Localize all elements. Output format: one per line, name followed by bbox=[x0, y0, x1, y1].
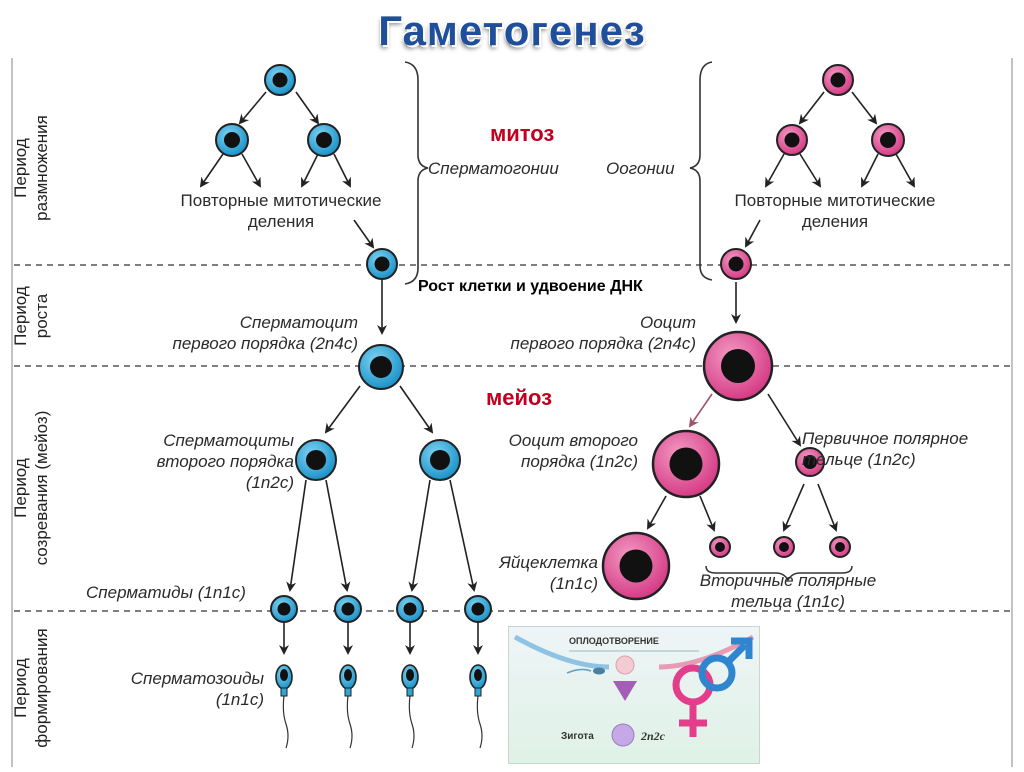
spermatid-2-cell bbox=[334, 595, 362, 623]
sperm-swim-icon bbox=[566, 668, 592, 674]
arrow-down-icon bbox=[613, 681, 637, 701]
spermatogonia-label: Сперматогонии bbox=[428, 159, 559, 178]
gender-symbols-icon bbox=[672, 637, 753, 737]
period-label-maturation: Период созревания (мейоз) bbox=[11, 410, 51, 566]
oocyte-1-label: Ооцит первого порядка (2n4c) bbox=[510, 313, 696, 353]
spermatogonium-cell bbox=[264, 64, 296, 96]
zygote-label: Зигота bbox=[561, 731, 594, 742]
polar-body-2-cell bbox=[773, 536, 795, 558]
pre-growth-sperm-cell bbox=[366, 248, 398, 280]
spermatocyte-2-left-cell bbox=[295, 439, 337, 481]
first-polar-body-cell bbox=[795, 447, 825, 477]
spermatozoon-1 bbox=[275, 664, 293, 697]
spermatozoon-3 bbox=[401, 664, 419, 697]
spermatid-3-cell bbox=[396, 595, 424, 623]
spermatocyte-2-right-cell bbox=[419, 439, 461, 481]
period-label-formation: Период формирования bbox=[11, 628, 51, 748]
spermatocyte-1-label: Сперматоцит первого порядка (2n4c) bbox=[172, 313, 358, 353]
oogonium-cell bbox=[822, 64, 854, 96]
ploidy-label: 2n2c bbox=[641, 729, 665, 743]
sperm-tails bbox=[282, 695, 483, 749]
pre-growth-egg-cell bbox=[720, 248, 752, 280]
zygote-icon bbox=[611, 723, 635, 747]
egg-arrows bbox=[647, 91, 915, 532]
oocyte-1-cell bbox=[702, 330, 774, 402]
spermatid-1-cell bbox=[270, 595, 298, 623]
oocyte-2-cell bbox=[651, 429, 721, 499]
oogonium-right-cell bbox=[871, 123, 905, 157]
egg-repeated-divisions-label: Повторные митотические деления bbox=[734, 191, 936, 231]
first-polar-body-label: Первичное полярное тельце (1n2c) bbox=[802, 429, 969, 469]
mitosis-label: митоз bbox=[490, 121, 555, 146]
polar-body-1-cell bbox=[709, 536, 731, 558]
oocyte-2-label: Ооцит второго порядка (1n2c) bbox=[508, 431, 638, 471]
egg-inset-icon bbox=[615, 655, 635, 675]
cells-layer bbox=[215, 64, 905, 697]
egg-label: Яйцеклетка (1n1c) bbox=[499, 553, 598, 593]
brace-secondary-polar bbox=[705, 565, 853, 582]
fertilization-inset: ОПЛОДОТВОРЕНИЕ Зигота 2n2c bbox=[508, 626, 760, 764]
spermatids-label: Сперматиды (1n1c) bbox=[86, 583, 246, 602]
period-label-growth: Период роста bbox=[11, 286, 51, 346]
spermatocytes-2-label: Сперматоциты второго порядка (1n2c) bbox=[156, 431, 294, 492]
spermatogonium-right-cell bbox=[307, 123, 341, 157]
period-label-reproduction: Период размножения bbox=[11, 115, 51, 221]
spermatozoa-label: Сперматозоиды (1n1c) bbox=[130, 669, 264, 709]
polar-body-3-cell bbox=[829, 536, 851, 558]
male-symbol-icon bbox=[698, 654, 736, 692]
spermatozoon-4 bbox=[469, 664, 487, 697]
brace-spermatogonia bbox=[404, 61, 429, 285]
secondary-polar-bodies-label: Вторичные полярные тельца (1n1c) bbox=[699, 571, 877, 611]
sperm-repeated-divisions-label: Повторные митотические деления bbox=[180, 191, 382, 231]
egg-cell bbox=[601, 531, 671, 601]
meiosis-label: мейоз bbox=[486, 385, 553, 410]
spermatozoon-2 bbox=[339, 664, 357, 697]
spermatid-4-cell bbox=[464, 595, 492, 623]
fertilization-illustration bbox=[513, 634, 755, 747]
page-title: Гаметогенез bbox=[378, 7, 646, 54]
sperm-head-icon bbox=[593, 667, 605, 675]
egg-arrows-pink bbox=[688, 393, 713, 428]
sperm-arrows bbox=[199, 91, 483, 655]
spermatogonium-left-cell bbox=[215, 123, 249, 157]
fertilization-label: ОПЛОДОТВОРЕНИЕ bbox=[569, 636, 659, 646]
oogonium-left-cell bbox=[776, 124, 808, 156]
inset-curve-left bbox=[513, 634, 610, 670]
brace-oogonia bbox=[689, 61, 713, 281]
growth-note: Рост клетки и удвоение ДНК bbox=[418, 278, 643, 295]
spermatocyte-1-cell bbox=[358, 344, 404, 390]
oogonia-label: Оогонии bbox=[606, 159, 675, 178]
